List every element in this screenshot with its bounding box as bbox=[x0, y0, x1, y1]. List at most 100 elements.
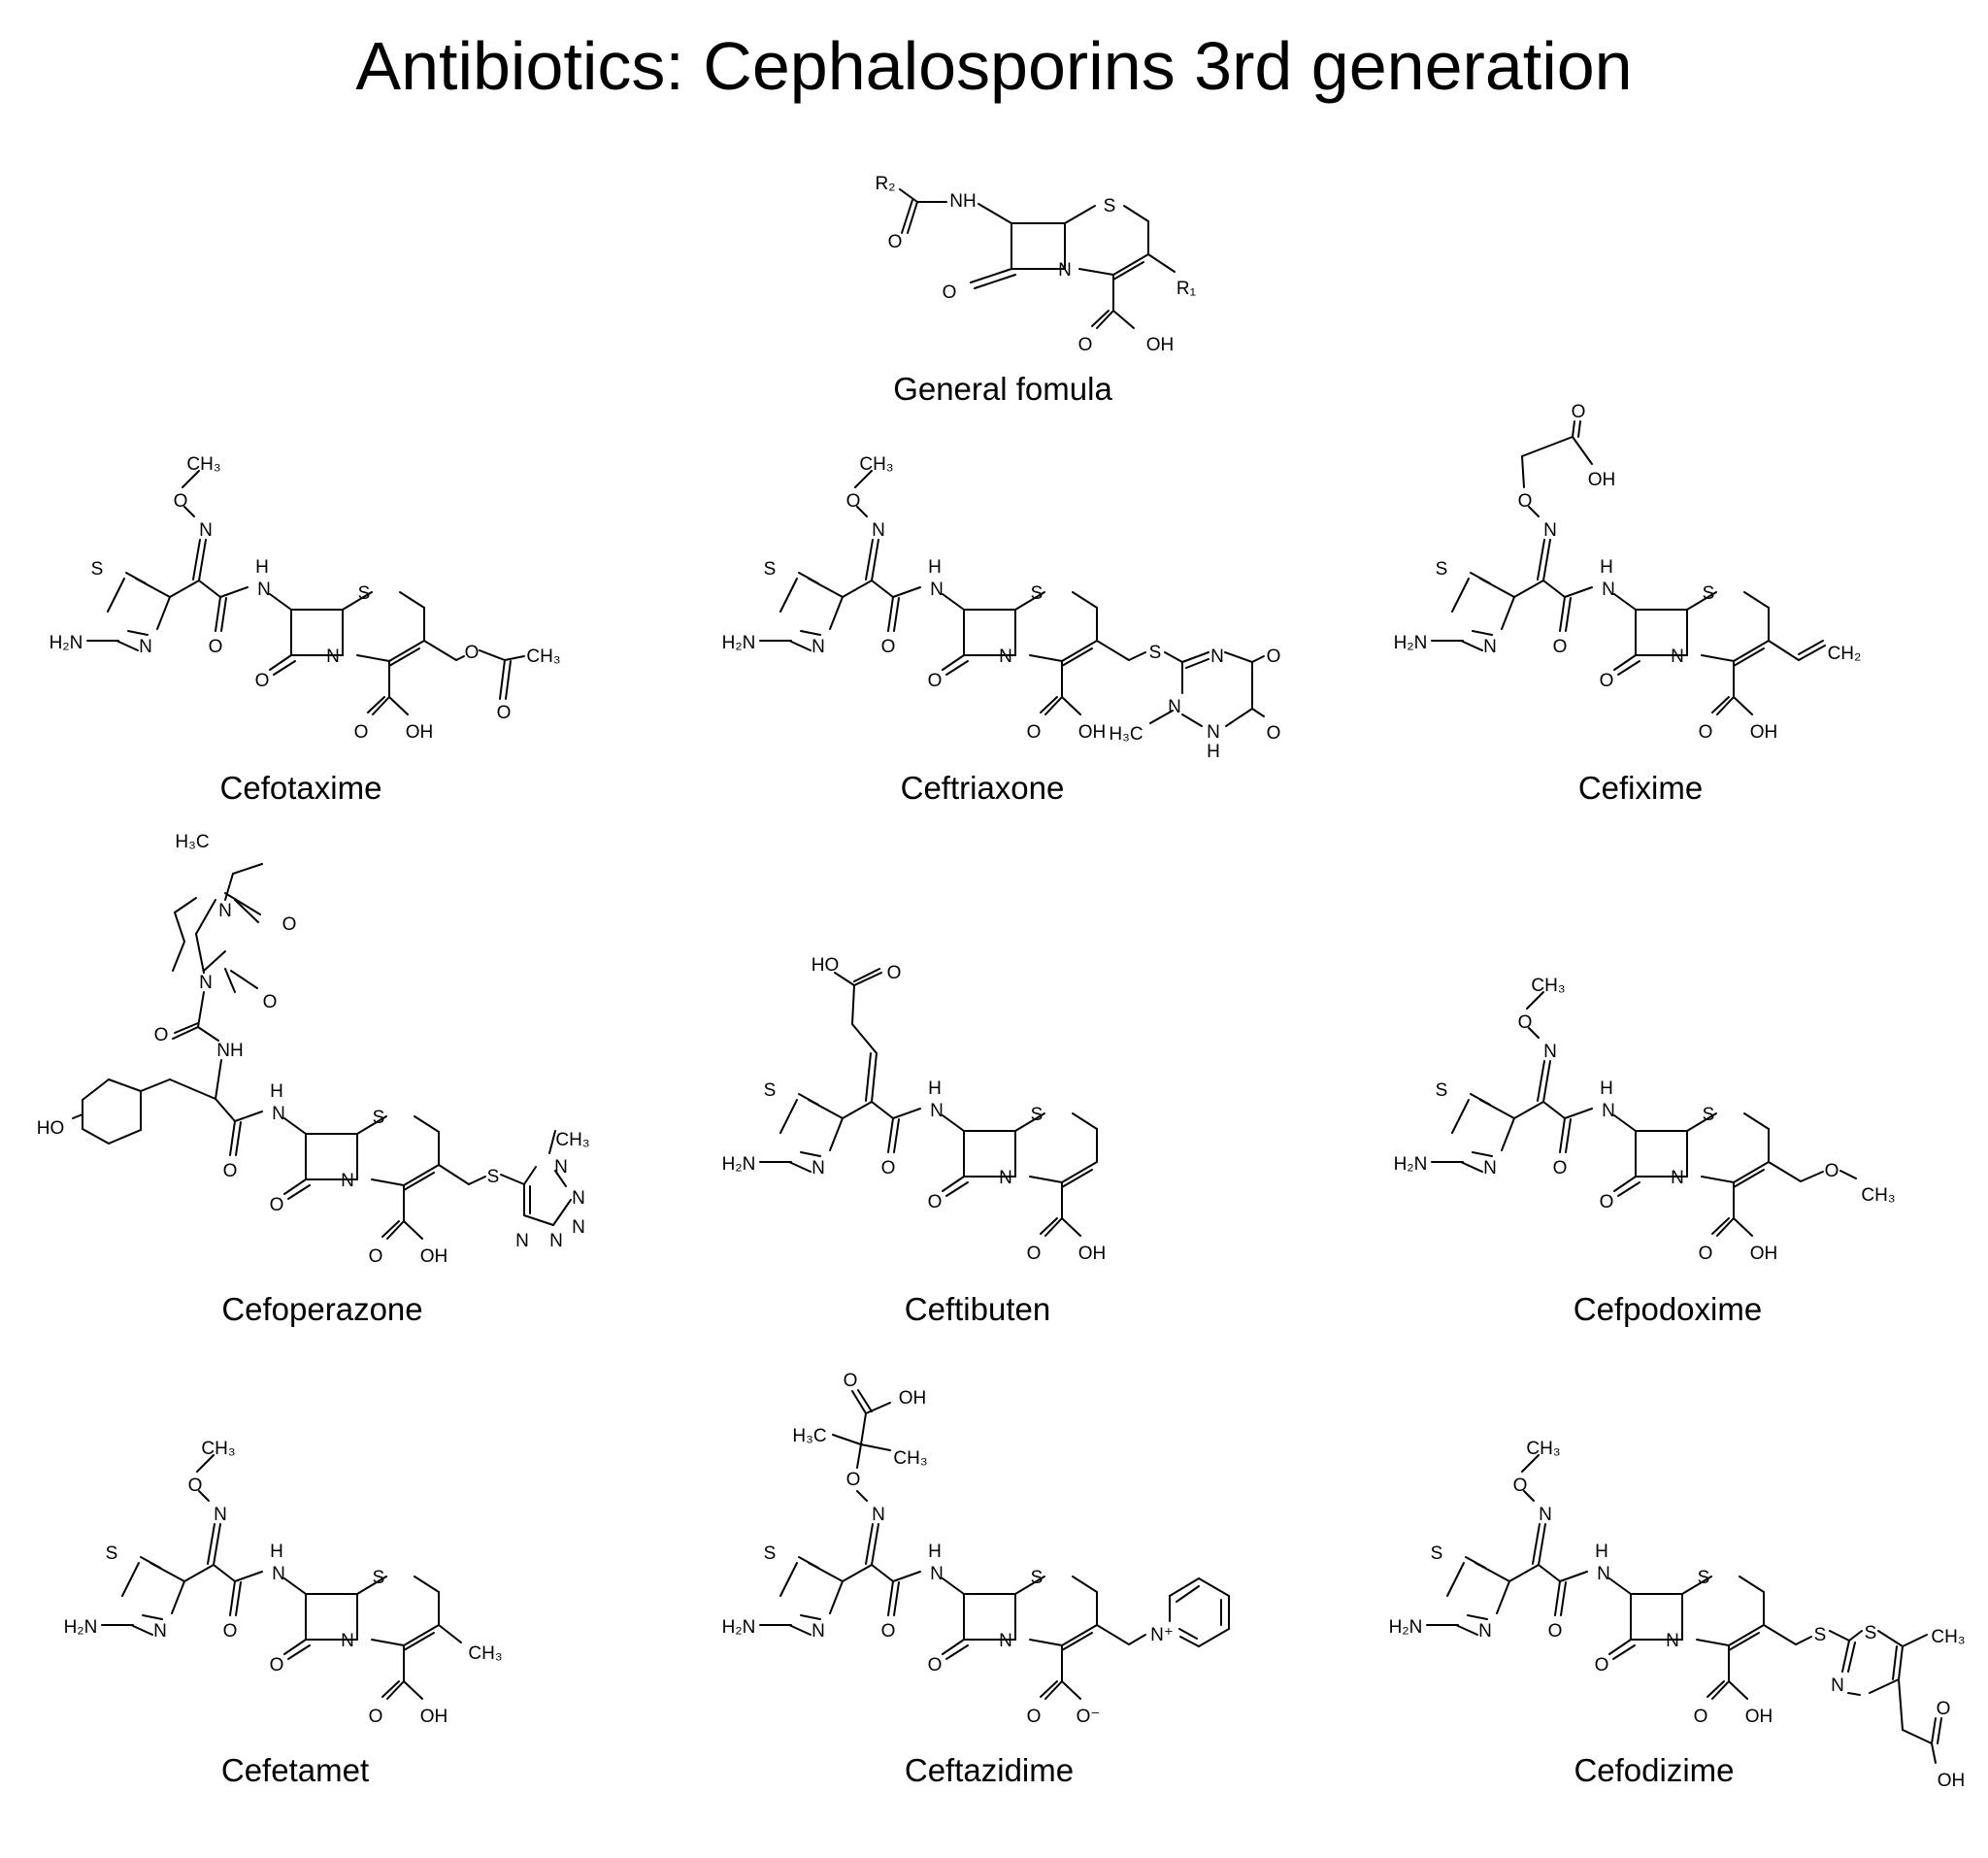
atom-label: H bbox=[255, 557, 269, 578]
structure-cefixime: S N CH₂ O OH O H N O N O O OH S N H₂N bbox=[1394, 402, 1862, 743]
caption-ceftazidime: Ceftazidime bbox=[904, 1752, 1075, 1788]
atom-label: O bbox=[1699, 1244, 1713, 1264]
atom-label: N bbox=[554, 1157, 568, 1178]
atom-label: O bbox=[1267, 723, 1281, 744]
atom-label: CH₂ bbox=[1828, 644, 1862, 664]
atom-label: O bbox=[844, 1371, 858, 1391]
atom-label: N bbox=[153, 1621, 167, 1642]
atom-label: H bbox=[1595, 1542, 1608, 1562]
atom-label: H₂N bbox=[1394, 1154, 1428, 1175]
atom-label: N bbox=[1058, 260, 1072, 281]
atom-label: N bbox=[1543, 1042, 1557, 1062]
atom-label: O bbox=[465, 643, 480, 663]
atom-label: O bbox=[255, 671, 270, 691]
caption-cefodizime: Cefodizime bbox=[1574, 1752, 1735, 1788]
atom-label: N⁺ bbox=[1150, 1625, 1174, 1645]
atom-label: N bbox=[812, 1621, 825, 1642]
atom-label: N bbox=[872, 520, 885, 541]
atom-label: O bbox=[270, 1195, 284, 1215]
atom-label: N bbox=[139, 637, 152, 657]
atom-label: N bbox=[549, 1231, 563, 1251]
atom-label: R₁ bbox=[1176, 279, 1196, 299]
atom-label: S bbox=[1031, 1105, 1044, 1125]
atom-label: O bbox=[1518, 491, 1533, 512]
atom-label: O bbox=[1600, 1192, 1614, 1212]
atom-label: O bbox=[270, 1655, 284, 1676]
atom-label: CH₃ bbox=[526, 647, 560, 667]
atom-label: O bbox=[263, 992, 278, 1012]
atom-label: O bbox=[154, 1025, 169, 1045]
atom-label: O bbox=[282, 914, 297, 935]
atom-label: S bbox=[1698, 1568, 1710, 1588]
atom-label: OH bbox=[420, 1246, 448, 1267]
atom-label: H₂N bbox=[64, 1617, 98, 1638]
atom-label: N bbox=[999, 647, 1012, 667]
atom-label: N bbox=[812, 637, 825, 657]
caption-cefixime: Cefixime bbox=[1577, 770, 1704, 806]
atom-label: O bbox=[928, 671, 943, 691]
atom-label: S bbox=[373, 1568, 385, 1588]
atom-label: O bbox=[223, 1161, 238, 1181]
atom-label: HO bbox=[812, 955, 840, 976]
atom-label: N bbox=[199, 520, 213, 541]
atom-label: N bbox=[1602, 1101, 1615, 1121]
caption-cefotaxime: Cefotaxime bbox=[219, 770, 382, 806]
atom-label: O bbox=[1595, 1655, 1609, 1676]
atom-label: N bbox=[272, 1564, 285, 1584]
page-title: Antibiotics: Cephalosporins 3rd generati… bbox=[355, 28, 1633, 104]
atom-label: O bbox=[887, 963, 902, 983]
atom-label: O bbox=[943, 282, 957, 303]
atom-label: S bbox=[1703, 1105, 1715, 1125]
atom-label: NH bbox=[216, 1041, 243, 1061]
atom-label: H₂N bbox=[1389, 1617, 1423, 1638]
atom-label: H bbox=[270, 1081, 283, 1102]
atom-label: R₂ bbox=[875, 174, 895, 194]
caption-general-formula: General fomula bbox=[893, 371, 1112, 407]
atom-label: OH bbox=[1938, 1771, 1966, 1791]
structure-cefetamet: S N CH₃ O OH O H N O N O CH₃ S N H₂N bbox=[64, 1439, 503, 1727]
atom-label: O bbox=[1513, 1476, 1528, 1496]
atom-label: H bbox=[928, 1078, 942, 1099]
atom-label: S bbox=[1865, 1623, 1877, 1643]
atom-label: N bbox=[341, 1171, 354, 1191]
atom-label: H bbox=[1600, 557, 1613, 578]
atom-label: CH₃ bbox=[201, 1439, 235, 1459]
atom-label: N bbox=[326, 647, 340, 667]
atom-label: O bbox=[846, 491, 861, 512]
atom-label: N bbox=[999, 1168, 1012, 1188]
atom-label: S bbox=[1814, 1625, 1827, 1645]
atom-label: HO bbox=[37, 1118, 65, 1139]
atom-label: N bbox=[214, 1505, 227, 1525]
atom-label: N bbox=[515, 1231, 529, 1251]
atom-label: N bbox=[1539, 1505, 1552, 1525]
atom-label: S bbox=[764, 1543, 777, 1564]
atom-label: H bbox=[928, 557, 942, 578]
structure-cefodizime: S N S S CH₃ N O OH O OH O H N O N O CH₃ … bbox=[1389, 1439, 1966, 1791]
atom-label: N bbox=[341, 1631, 354, 1651]
atom-label: O bbox=[1553, 1158, 1568, 1178]
atom-label: S bbox=[358, 583, 371, 604]
atom-label: OH bbox=[1078, 722, 1107, 743]
atom-label: N bbox=[1543, 520, 1557, 541]
atom-label: H bbox=[928, 1542, 942, 1562]
atom-label: H bbox=[270, 1542, 283, 1562]
atom-label: N bbox=[272, 1104, 285, 1124]
caption-cefpodoxime: Cefpodoxime bbox=[1573, 1291, 1763, 1327]
atom-label: S bbox=[487, 1167, 500, 1187]
atom-label: S bbox=[764, 1080, 777, 1101]
atom-label: O bbox=[1548, 1621, 1563, 1642]
atom-label: N bbox=[1597, 1564, 1610, 1584]
atom-label: O bbox=[1027, 1707, 1042, 1727]
atom-label: O bbox=[174, 491, 188, 512]
atom-label: H₂N bbox=[1394, 633, 1428, 653]
atom-label: OH bbox=[1146, 335, 1175, 355]
atom-label: N bbox=[999, 1631, 1012, 1651]
caption-ceftriaxone: Ceftriaxone bbox=[900, 770, 1065, 806]
atom-label: O bbox=[1825, 1161, 1839, 1181]
atom-label: N bbox=[1831, 1676, 1844, 1696]
atom-label: O bbox=[888, 232, 903, 252]
atom-label: O bbox=[1078, 335, 1093, 355]
atom-label: O bbox=[369, 1246, 383, 1267]
atom-label: CH₃ bbox=[186, 454, 220, 475]
atom-label: O bbox=[881, 1158, 896, 1178]
